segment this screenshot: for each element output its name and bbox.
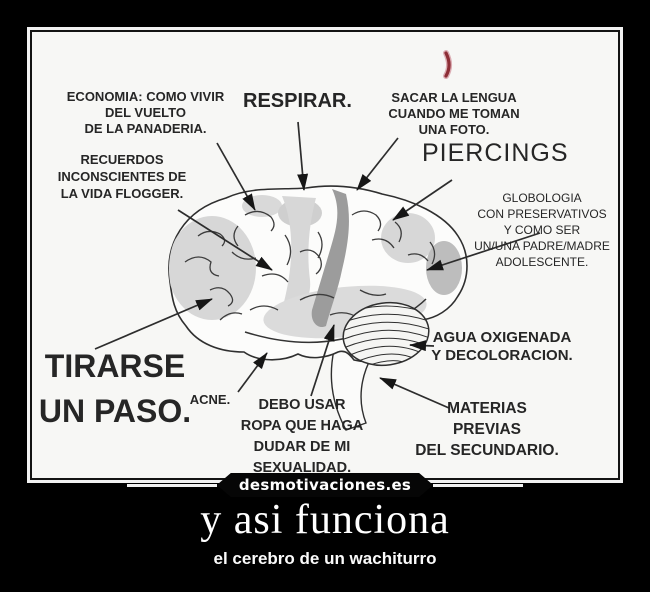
label-line: DEL SECUNDARIO. bbox=[415, 442, 559, 459]
label-line: SACAR LA LENGUA bbox=[391, 90, 517, 105]
label-line: CUANDO ME TOMAN bbox=[388, 106, 520, 121]
label-economia: ECONOMIA: COMO VIVIR DEL VUELTO DE LA PA… bbox=[48, 89, 243, 137]
caption-subtitle: el cerebro de un wachiturro bbox=[213, 549, 437, 568]
label-line: TIRARSE bbox=[44, 348, 186, 384]
label-line: DUDAR DE MI bbox=[253, 439, 351, 455]
label-line: DEL VUELTO bbox=[105, 105, 186, 120]
watermark-text: desmotivaciones.es bbox=[238, 476, 412, 494]
label-line: UNA FOTO. bbox=[418, 122, 490, 137]
caption-title: y asi funciona bbox=[200, 497, 450, 543]
label-tirarse-un-paso: TIRARSE UN PASO. bbox=[36, 344, 194, 434]
label-line: ACNE. bbox=[189, 392, 231, 407]
label-line: ROPA QUE HAGA bbox=[240, 418, 364, 434]
label-line: DEBO USAR bbox=[258, 397, 346, 413]
label-line: ECONOMIA: COMO VIVIR bbox=[66, 89, 225, 104]
label-line: MATERIAS bbox=[447, 400, 527, 417]
label-recuerdos: RECUERDOS INCONSCIENTES DE LA VIDA FLOGG… bbox=[36, 151, 208, 202]
label-agua-oxigenada: AGUA OXIGENADA Y DECOLORACION. bbox=[425, 329, 579, 365]
label-globologia: GLOBOLOGIA CON PRESERVATIVOS Y COMO SER … bbox=[462, 190, 622, 270]
label-line: ADOLESCENTE. bbox=[495, 255, 589, 269]
label-acne: ACNE. bbox=[184, 392, 236, 407]
label-line: AGUA OXIGENADA bbox=[432, 329, 572, 346]
label-line: Y COMO SER bbox=[503, 223, 581, 237]
label-line: UN/UNA PADRE/MADRE bbox=[474, 239, 610, 253]
label-line: DE LA PANADERIA. bbox=[84, 121, 207, 136]
label-line: PIERCINGS bbox=[422, 139, 569, 167]
label-line: CON PRESERVATIVOS bbox=[477, 207, 607, 221]
label-piercings: PIERCINGS bbox=[422, 139, 568, 167]
label-line: PREVIAS bbox=[452, 421, 522, 438]
ribbon-left-line bbox=[126, 483, 217, 487]
label-line: Y DECOLORACION. bbox=[431, 347, 573, 364]
label-debo-usar: DEBO USAR ROPA QUE HAGA DUDAR DE MI SEXU… bbox=[228, 395, 376, 479]
label-line: GLOBOLOGIA bbox=[502, 191, 582, 205]
label-line: RESPIRAR. bbox=[243, 90, 352, 112]
watermark-ribbon: desmotivaciones.es bbox=[0, 473, 650, 497]
label-line: UN PASO. bbox=[38, 393, 192, 429]
label-line: LA VIDA FLOGGER. bbox=[60, 186, 184, 201]
label-respirar: RESPIRAR. bbox=[243, 90, 363, 112]
ribbon-right-line bbox=[433, 483, 524, 487]
label-sacar-la-lengua: SACAR LA LENGUA CUANDO ME TOMAN UNA FOTO… bbox=[383, 90, 525, 138]
watermark-banner: desmotivaciones.es bbox=[217, 473, 433, 497]
label-line: RECUERDOS bbox=[80, 152, 164, 167]
label-line: SEXUALIDAD. bbox=[252, 460, 352, 476]
label-materias-previas: MATERIAS PREVIAS DEL SECUNDARIO. bbox=[406, 398, 568, 461]
label-line: INCONSCIENTES DE bbox=[57, 169, 187, 184]
